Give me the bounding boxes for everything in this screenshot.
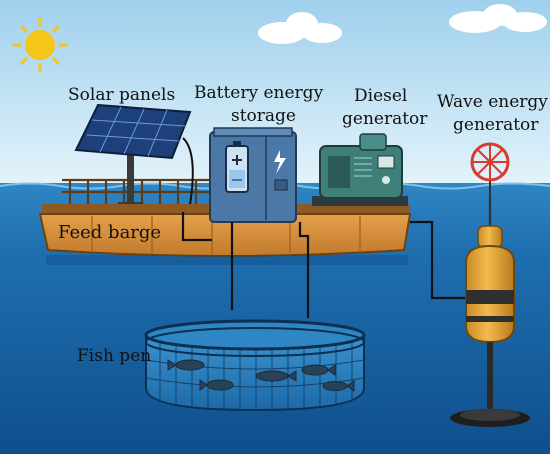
wave-rotor-icon xyxy=(470,142,510,225)
battery-icon xyxy=(225,141,249,193)
feed-barge xyxy=(38,204,412,265)
label-battery-line2: storage xyxy=(231,106,296,126)
label-feed-barge: Feed barge xyxy=(58,222,161,243)
label-wave-line2: generator xyxy=(453,115,539,135)
label-fish-pen: Fish pen xyxy=(77,346,151,366)
label-solar-panels: Solar panels xyxy=(68,85,175,105)
battery-storage-unit xyxy=(209,127,297,223)
barge-railing xyxy=(62,178,216,205)
fish-group xyxy=(167,359,355,392)
fish-icon xyxy=(301,364,336,376)
solar-panel-icon xyxy=(74,103,192,208)
label-wave-line1: Wave energy xyxy=(437,92,548,112)
lightning-icon xyxy=(274,150,286,174)
label-diesel-line2: generator xyxy=(342,109,428,129)
solar-cable xyxy=(182,137,194,206)
label-battery-line1: Battery energy xyxy=(194,83,324,103)
cloud-icon xyxy=(449,4,547,33)
label-diesel-line1: Diesel xyxy=(354,86,407,106)
buoy-icon xyxy=(450,225,530,427)
cloud-icon xyxy=(258,12,342,44)
fish-icon xyxy=(255,370,297,382)
sun-icon xyxy=(12,17,68,73)
fish-icon xyxy=(199,379,234,391)
power-cables xyxy=(181,198,492,318)
fish-icon xyxy=(322,380,355,392)
fish-icon xyxy=(167,359,205,371)
diesel-generator-icon xyxy=(312,133,408,206)
